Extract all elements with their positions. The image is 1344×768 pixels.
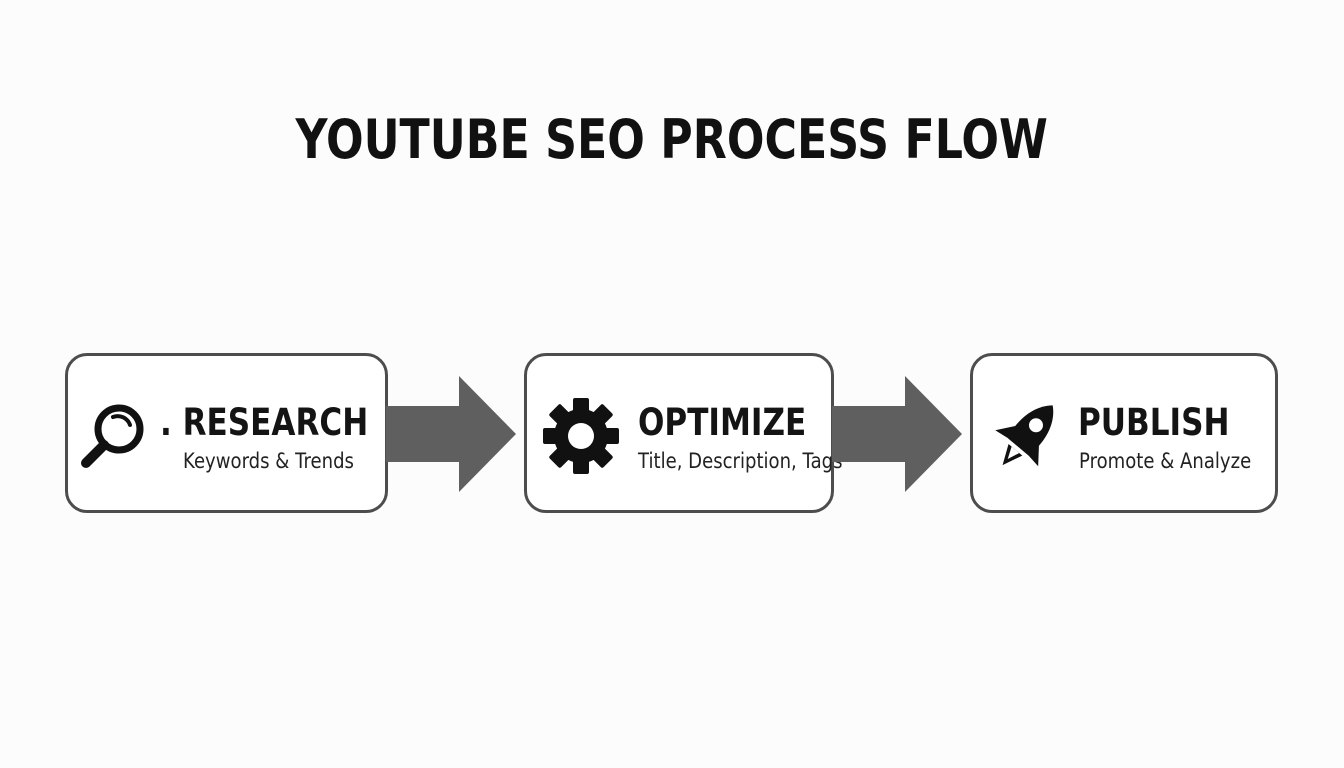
- step-publish-box: PUBLISH Promote & Analyze: [970, 353, 1278, 513]
- step-sublabel-research: Keywords & Trends: [183, 449, 354, 473]
- step-label-research: . RESEARCH: [160, 401, 369, 444]
- gear-icon: [543, 398, 619, 474]
- step-optimize-box: OPTIMIZE Title, Description, Tags: [524, 353, 843, 513]
- rocket-icon: [995, 405, 1054, 467]
- flow-arrow-1: [386, 376, 516, 492]
- magnifying-glass-icon: [81, 404, 144, 468]
- step-label-optimize: OPTIMIZE: [638, 401, 807, 444]
- step-label-publish: PUBLISH: [1078, 401, 1230, 444]
- page-title: YOUTUBE SEO PROCESS FLOW: [295, 108, 1048, 171]
- step-sublabel-optimize: Title, Description, Tags: [638, 449, 843, 473]
- step-research-box: . RESEARCH Keywords & Trends: [65, 353, 388, 513]
- flow-arrow-2: [832, 376, 962, 492]
- step-sublabel-publish: Promote & Analyze: [1079, 449, 1252, 473]
